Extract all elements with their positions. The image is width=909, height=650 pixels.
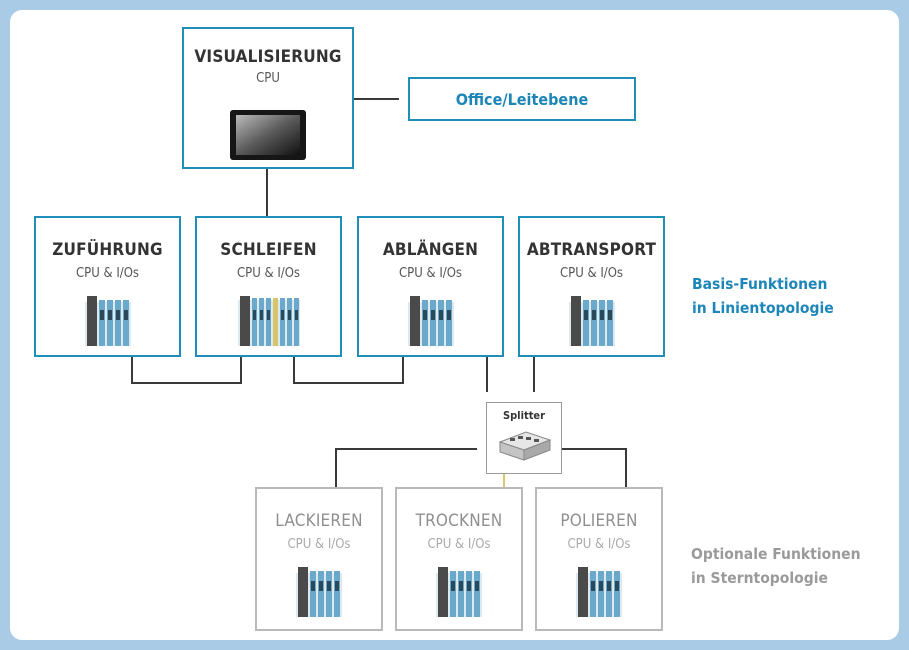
visualization-sub: CPU <box>256 71 280 86</box>
unit-abtransport: ABTRANSPORT CPU & I/Os <box>518 216 665 357</box>
unit-ablaengen: ABLÄNGEN CPU & I/Os <box>357 216 504 357</box>
unit-title: SCHLEIFEN <box>220 240 317 260</box>
unit-title: POLIEREN <box>560 511 638 531</box>
splitter-device-icon <box>498 431 552 461</box>
monitor-icon <box>230 110 306 160</box>
unit-sub: CPU & I/Os <box>567 537 631 552</box>
plc-module-icon <box>84 296 131 346</box>
unit-title: LACKIEREN <box>275 511 363 531</box>
unit-sub: CPU & I/Os <box>427 537 491 552</box>
plc-module-icon <box>407 296 454 346</box>
unit-lackieren: LACKIEREN CPU & I/Os <box>255 487 383 631</box>
basis-label-line1: Basis-Funktionen <box>692 275 828 293</box>
unit-sub: CPU & I/Os <box>75 266 140 281</box>
unit-title: ABLÄNGEN <box>382 240 479 260</box>
visualization-title: VISUALISIERUNG <box>194 47 342 67</box>
unit-sub: CPU & I/Os <box>287 537 351 552</box>
plc-module-icon <box>576 567 622 617</box>
diagram-frame: VISUALISIERUNG CPU Office/Leitebene ZUFÜ… <box>10 10 899 640</box>
basis-label-line2: in Linientopologie <box>692 299 834 317</box>
unit-sub: CPU & I/Os <box>236 266 301 281</box>
office-box: Office/Leitebene <box>408 77 636 121</box>
basis-functions-label: Basis-Funktionen in Linientopologie <box>692 272 834 320</box>
office-label: Office/Leitebene <box>455 89 589 109</box>
unit-sub: CPU & I/Os <box>559 266 624 281</box>
plc-module-icon <box>237 296 300 346</box>
splitter-box: Splitter <box>486 402 562 474</box>
optional-label-line1: Optionale Funktionen <box>691 545 861 563</box>
plc-module-icon <box>436 567 482 617</box>
unit-title: ZUFÜHRUNG <box>52 240 163 260</box>
unit-title: ABTRANSPORT <box>526 240 657 260</box>
unit-trocknen: TROCKNEN CPU & I/Os <box>395 487 523 631</box>
wire-splitter-lackieren <box>335 448 477 487</box>
plc-module-icon <box>568 296 615 346</box>
unit-sub: CPU & I/Os <box>398 266 463 281</box>
wire-splitter-polieren <box>552 448 627 487</box>
optional-label-line2: in Sterntopologie <box>691 569 828 587</box>
visualization-box: VISUALISIERUNG CPU <box>182 27 354 169</box>
connection-lines <box>131 98 627 487</box>
unit-polieren: POLIEREN CPU & I/Os <box>535 487 663 631</box>
unit-schleifen: SCHLEIFEN CPU & I/Os <box>195 216 342 357</box>
plc-module-icon <box>296 567 342 617</box>
wire-zufuehrung-schleifen <box>131 357 242 384</box>
wire-schleifen-ablaengen <box>293 357 404 384</box>
splitter-label: Splitter <box>502 409 546 422</box>
optional-functions-label: Optionale Funktionen in Sterntopologie <box>691 542 861 590</box>
unit-zufuehrung: ZUFÜHRUNG CPU & I/Os <box>34 216 181 357</box>
unit-title: TROCKNEN <box>415 511 503 531</box>
